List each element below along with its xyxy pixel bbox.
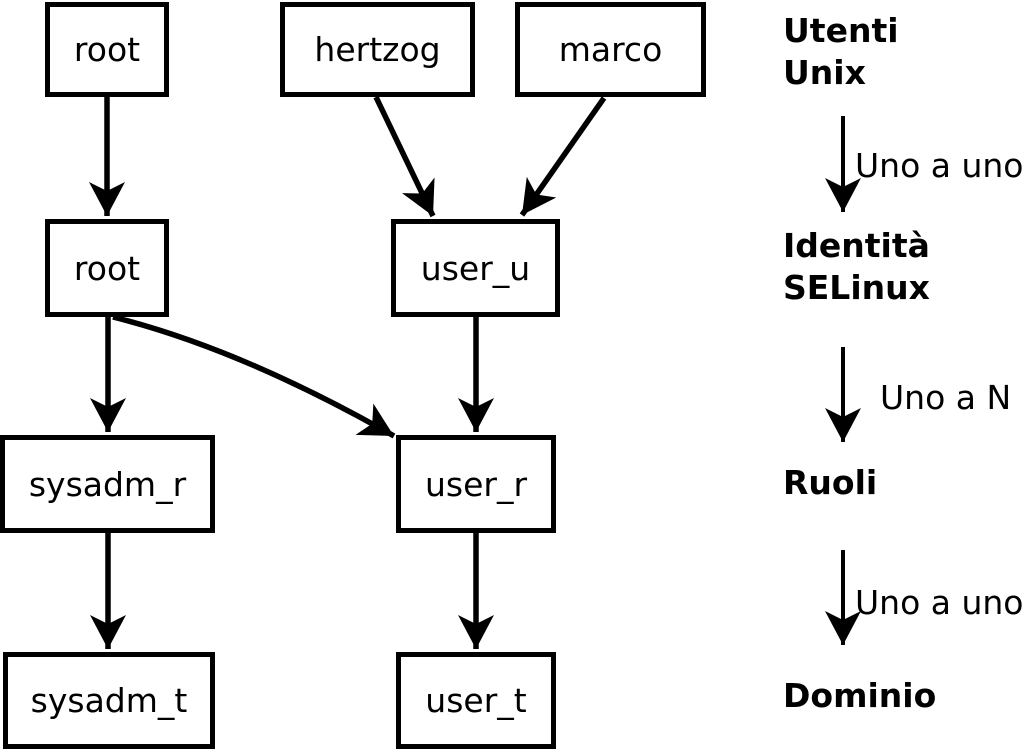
legend-level-dominio: Dominio: [783, 675, 936, 717]
edge-hertzog-to-user_u-arrowhead-icon: [402, 177, 435, 216]
node-marco: marco: [515, 2, 706, 97]
node-root-selinux: root: [45, 219, 169, 317]
node-sysadm-t-label: sysadm_t: [30, 681, 188, 720]
node-marco-label: marco: [558, 30, 663, 69]
edge-root-to-user_r-arrowhead-icon: [355, 403, 394, 436]
edge-root-to-sysadm_r-arrowhead-icon: [90, 398, 126, 432]
edge-user_u-to-user_r: [458, 317, 494, 432]
node-sysadm-t: sysadm_t: [3, 652, 215, 749]
edge-root-to-sysadm_r: [90, 317, 126, 432]
legend-level-line: Ruoli: [783, 463, 878, 502]
edge-user_r-to-user_t-arrowhead-icon: [458, 615, 494, 649]
node-user-u-label: user_u: [420, 248, 531, 288]
node-user-t: user_t: [396, 652, 556, 749]
legend-arrow-uno-a-uno-2: [825, 550, 861, 645]
legend-arrow-uno-a-uno-1-arrowhead-icon: [825, 178, 861, 212]
legend-level-line: Unix: [783, 53, 866, 92]
node-root-selinux-label: root: [73, 248, 141, 288]
legend-relation-uno-a-uno-2: Uno a uno: [855, 583, 1024, 622]
legend-arrow-uno-a-n-arrowhead-icon: [825, 408, 861, 442]
node-user-t-label: user_t: [425, 681, 527, 720]
legend-level-identita-selinux: Identità SELinux: [783, 225, 930, 309]
node-user-r: user_r: [396, 435, 556, 533]
edge-sysadm_r-to-sysadm_t: [90, 533, 126, 649]
edge-user_u-to-user_r-arrowhead-icon: [458, 398, 494, 432]
edge-hertzog-to-user_u: [373, 95, 436, 218]
edge-marco-to-user_u-arrowhead-icon: [522, 176, 557, 215]
node-hertzog: hertzog: [280, 2, 475, 97]
node-root-unix-label: root: [73, 30, 141, 69]
legend-level-utenti-unix: Utenti Unix: [783, 10, 899, 94]
legend-relation-uno-a-uno-1: Uno a uno: [855, 146, 1024, 185]
legend-arrow-uno-a-uno-1: [825, 116, 861, 212]
legend-level-line: Identità: [783, 226, 930, 265]
legend-level-line: Dominio: [783, 676, 937, 715]
edge-root-to-root-arrowhead-icon: [89, 182, 125, 216]
node-sysadm-r: sysadm_r: [0, 435, 215, 533]
edge-root-to-user_r: [112, 314, 396, 439]
edge-marco-to-user_u: [519, 96, 607, 217]
legend-level-line: SELinux: [783, 268, 930, 307]
edge-sysadm_r-to-sysadm_t-arrowhead-icon: [90, 615, 126, 649]
legend-level-line: Utenti: [783, 11, 899, 50]
edge-root-to-root: [89, 97, 125, 216]
legend-relation-uno-a-n: Uno a N: [880, 378, 1012, 417]
node-user-u: user_u: [391, 219, 560, 317]
legend-level-ruoli: Ruoli: [783, 462, 877, 504]
node-root-unix: root: [45, 2, 169, 97]
node-hertzog-label: hertzog: [314, 30, 441, 69]
legend-arrow-uno-a-n: [825, 347, 861, 442]
edge-user_r-to-user_t: [458, 533, 494, 649]
node-sysadm-r-label: sysadm_r: [28, 464, 187, 504]
node-user-r-label: user_r: [424, 464, 528, 504]
legend-arrow-uno-a-uno-2-arrowhead-icon: [825, 611, 861, 645]
